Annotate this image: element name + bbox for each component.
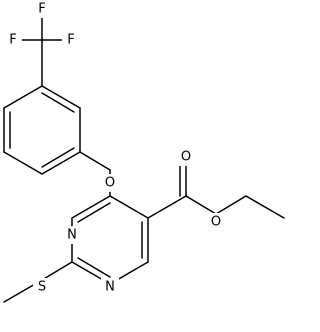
bond-carbonyl-o-ester	[185, 195, 217, 215]
bond-pyr-n3-c4	[71, 195, 111, 219]
atom-n3: N	[67, 228, 77, 243]
bond-ring-a4	[41, 151, 81, 175]
bond-pyr-c4-c5	[109, 195, 149, 219]
atom-o-ether: O	[105, 176, 115, 191]
bond-o-ethyl	[215, 195, 247, 215]
atom-labels: F F F O O O N N S	[4, 0, 225, 296]
bond-ring-a6-inner	[41, 92, 75, 113]
atom-f-top: F	[38, 2, 45, 17]
bond-ethyl-methyl	[245, 195, 285, 219]
bond-ring-a1	[3, 85, 43, 109]
bond-c2-s	[41, 261, 73, 281]
bond-pyr-n1-c2-inner	[77, 257, 111, 278]
structure-diagram: F F F O O O N N S	[3, 0, 285, 303]
atom-o-ester: O	[211, 215, 221, 230]
atom-n1: N	[105, 280, 115, 295]
atom-s: S	[38, 280, 46, 295]
bond-aryl-o	[79, 151, 111, 171]
bond-ring-a3	[3, 151, 43, 175]
atom-o-carbonyl: O	[181, 150, 191, 165]
bond-c5-carbonyl	[147, 195, 187, 219]
bond-ring-a4-inner	[41, 147, 75, 168]
bond-pyr-n3-c4-inner	[77, 202, 111, 223]
atom-f-left: F	[9, 33, 16, 48]
bond-ring-a6	[41, 85, 81, 109]
atom-f-right: F	[67, 33, 74, 48]
bond-lines	[3, 9, 285, 303]
